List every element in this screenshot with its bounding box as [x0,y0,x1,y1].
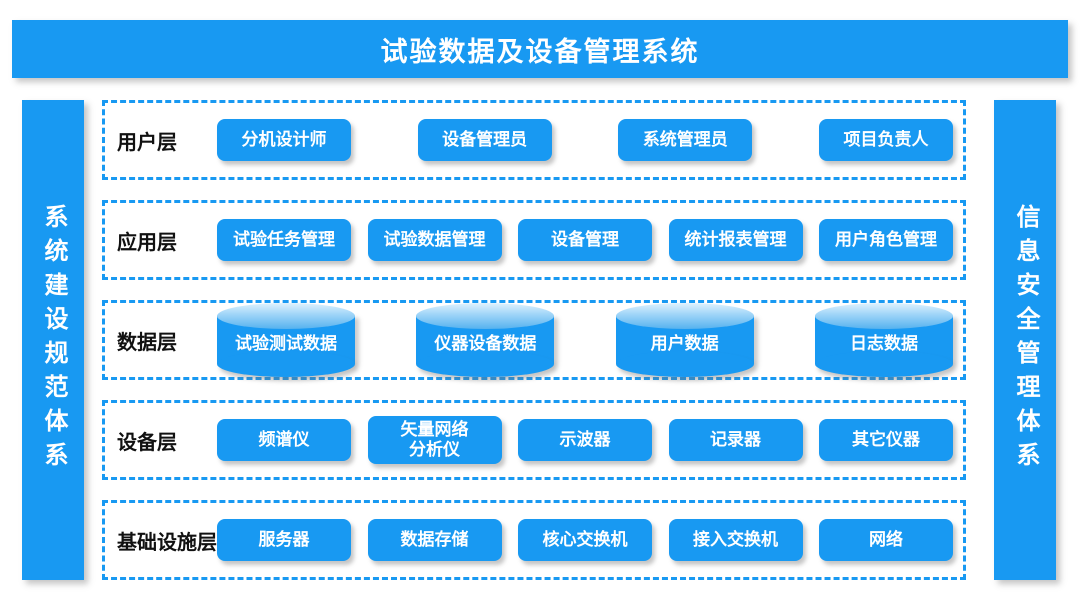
item-box: 接入交换机 [668,519,803,561]
item-label: 日志数据 [849,333,918,353]
item-label: 记录器 [710,429,761,449]
layer-label: 应用层 [117,231,177,254]
item-label: 核心交换机 [542,529,628,549]
item-label: 数据存储 [400,529,469,549]
item-label: 示波器 [559,429,611,449]
item-box: 试验数据管理 [367,219,502,261]
layer-label: 数据层 [117,331,177,354]
layer-row-1: 用户层 分机设计师 设备管理员 系统管理员 项目负责人 [102,100,966,180]
main-area: 系统建设规范体系 用户层 分机设计师 设备管理员 系统管理员 项目负责人应用层 试验任务管… [22,100,1056,580]
layer-row-5: 基础设施层 服务器 数据存储 核心交换机 接入交换机 网络 [102,500,966,580]
layers-container: 用户层分机设计师设备管理员系统管理员项目负责人应用层试验任务管理试验数据管理设备… [102,100,966,580]
item-box: 用户角色管理 [819,219,953,261]
item-label: 服务器 [258,529,310,549]
item-box: 分机设计师 [217,119,351,161]
page-title: 试验数据及设备管理系统 [380,36,700,67]
layer-row-2: 应用层 试验任务管理 试验数据管理 设备管理 统计报表管理 用户角色管理 [102,200,966,280]
item-label: 设备管理员 [442,129,528,149]
item-box: 数据存储 [367,519,502,561]
item-label: 试验任务管理 [233,229,335,249]
item-label: 矢量网络 分析仪 [400,419,469,459]
item-box: 核心交换机 [518,519,652,561]
layer-row-4: 设备层 频谱仪 矢量网络 分析仪 示波器 记录器 其它仪器 [102,400,966,480]
layer-label: 基础设施层 [117,531,217,554]
title-banner: 试验数据及设备管理系统 [12,20,1068,78]
item-label: 统计报表管理 [684,229,787,249]
layer-label: 设备层 [117,431,177,454]
item-label: 接入交换机 [693,529,778,549]
item-box: 试验任务管理 [217,219,351,261]
item-label: 用户数据 [650,333,719,353]
layer-items: 试验测试数据 仪器设备数据 用户数据 日志数据 [217,303,963,377]
item-label: 分机设计师 [241,129,327,149]
item-label: 设备管理 [551,229,619,249]
layer-items: 试验任务管理 试验数据管理 设备管理 统计报表管理 用户角色管理 [217,219,963,261]
database-cylinder: 仪器设备数据 [416,303,555,377]
item-box: 统计报表管理 [668,219,803,261]
item-box: 网络 [819,519,953,561]
item-box: 其它仪器 [819,419,953,461]
item-box: 设备管理 [518,219,652,261]
item-label: 用户角色管理 [835,229,937,249]
database-cylinder: 试验测试数据 [217,303,355,377]
item-box: 频谱仪 [217,419,351,461]
item-label: 试验数据管理 [383,229,486,249]
left-sidebar-label: 系统建设规范体系 [40,204,67,476]
left-sidebar-system-construction: 系统建设规范体系 [22,100,84,580]
item-label: 网络 [869,529,903,549]
item-box: 示波器 [518,419,652,461]
layer-items: 服务器 数据存储 核心交换机 接入交换机 网络 [217,519,963,561]
item-label: 试验测试数据 [235,333,337,353]
item-box: 矢量网络 分析仪 [367,415,502,465]
item-box: 项目负责人 [818,119,953,161]
layer-items: 分机设计师 设备管理员 系统管理员 项目负责人 [217,119,963,161]
item-box: 设备管理员 [417,119,552,161]
item-box: 系统管理员 [618,119,753,161]
right-sidebar-information-security: 信息安全管理体系 [994,100,1056,580]
right-sidebar-label: 信息安全管理体系 [1012,204,1039,476]
item-label: 仪器设备数据 [434,333,537,353]
database-cylinder: 用户数据 [615,303,754,377]
item-box: 记录器 [668,419,803,461]
item-box: 服务器 [217,519,351,561]
item-label: 频谱仪 [258,429,310,449]
item-label: 其它仪器 [852,429,920,449]
layer-items: 频谱仪 矢量网络 分析仪 示波器 记录器 其它仪器 [217,415,963,465]
item-label: 系统管理员 [642,129,728,149]
layer-row-3: 数据层 试验测试数据 仪器设备数据 用户数据 日志数据 [102,300,966,380]
database-cylinder: 日志数据 [814,303,953,377]
item-label: 项目负责人 [843,129,929,149]
layer-label: 用户层 [117,131,177,154]
